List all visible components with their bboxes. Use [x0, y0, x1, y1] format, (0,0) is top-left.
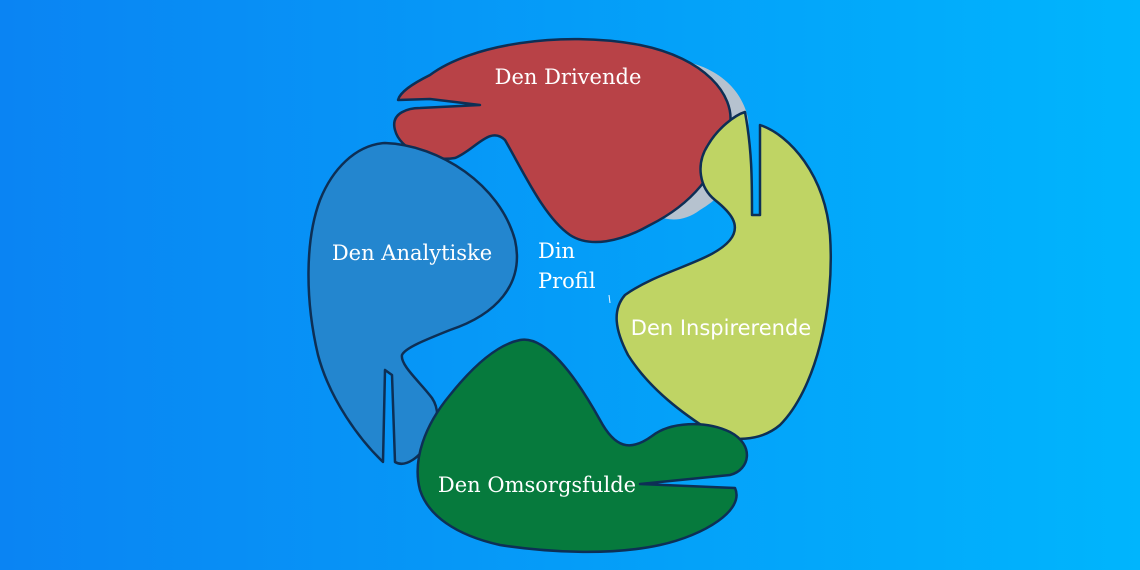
label-analytiske: Den Analytiske — [332, 241, 492, 265]
label-inspirerende: Den Inspirerende — [631, 316, 811, 340]
center-label-line1: Din — [538, 239, 575, 263]
center-label-line2: Profil — [538, 269, 596, 293]
petal-inspirerende[interactable] — [615, 110, 832, 441]
label-drivende: Den Drivende — [495, 65, 642, 89]
label-omsorgsfulde: Den Omsorgsfulde — [438, 473, 636, 497]
petal-omsorgsfulde[interactable] — [416, 338, 749, 554]
center-tick-mark — [608, 294, 611, 304]
petal-drivende[interactable] — [392, 37, 732, 244]
